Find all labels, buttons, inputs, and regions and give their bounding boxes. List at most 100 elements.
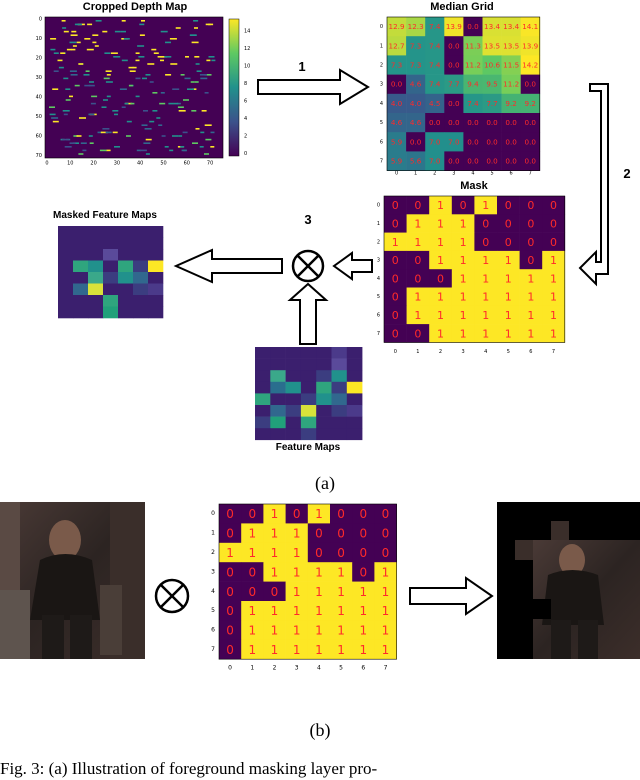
depth-point (135, 52, 140, 54)
median-value: 13.4 (503, 22, 519, 31)
mask-value: 1 (505, 254, 512, 267)
depth-point (145, 74, 151, 76)
median-value: 0.0 (429, 118, 441, 127)
mask-cell (285, 581, 309, 602)
feature-cell (346, 416, 363, 429)
median-cell (501, 93, 521, 114)
median-value: 13.9 (446, 22, 462, 31)
depth-point (192, 88, 197, 90)
median-cell (425, 151, 445, 171)
mask-value: 0 (271, 585, 279, 599)
median-x-tick: 2 (433, 171, 436, 177)
depth-point (193, 20, 199, 22)
mask-cell (429, 287, 453, 307)
median-value: 0.0 (505, 157, 517, 166)
mask-cell (263, 523, 286, 544)
feature-cell (255, 405, 271, 417)
depth-point (194, 27, 198, 29)
median-y-tick: 2 (380, 63, 383, 69)
pedestrian-image (0, 502, 145, 659)
feature-cell (346, 358, 363, 371)
mask-cell (241, 620, 264, 641)
depth-point (144, 128, 152, 130)
median-cell (501, 17, 521, 37)
mask-cell (406, 324, 430, 343)
mask-cell (263, 581, 286, 602)
mask-cell (406, 287, 430, 307)
median-cell (520, 151, 541, 171)
depth-x-tick: 0 (45, 161, 48, 167)
depth-point (211, 59, 216, 62)
mask-value: 0 (505, 236, 512, 249)
median-value: 9.2 (505, 99, 516, 108)
mask-x-tick: 2 (273, 665, 277, 672)
masked-feature-cell (88, 283, 104, 296)
mask-value: 0 (527, 254, 534, 267)
depth-x-tick: 40 (137, 161, 143, 167)
mask-value: 1 (482, 309, 489, 322)
mask-cell (219, 542, 242, 563)
mask-cell (406, 232, 430, 252)
depth-point (200, 131, 205, 134)
feature-cell (316, 347, 332, 359)
masked-feature-maps (58, 226, 164, 319)
mask-value: 1 (271, 643, 279, 657)
median-value: 0.0 (486, 118, 498, 127)
mask-cell (219, 639, 242, 660)
mask-cell (474, 214, 498, 233)
median-cell (406, 74, 426, 95)
depth-point (160, 30, 168, 33)
depth-point (153, 52, 159, 54)
mask-cell (384, 214, 407, 233)
mask-y-tick: 1 (211, 530, 215, 537)
multiply-icon (291, 249, 325, 283)
median-x-tick: 0 (395, 171, 398, 177)
mask-x-tick: 4 (317, 665, 321, 672)
depth-point (62, 110, 70, 112)
masked-feature-cell (58, 306, 74, 319)
median-value: 10.6 (484, 61, 500, 70)
depth-point (160, 59, 164, 62)
depth-point (97, 131, 103, 134)
depth-point (180, 74, 185, 76)
depth-y-tick: 30 (36, 75, 42, 81)
masked-feature-cell (73, 272, 89, 284)
mask-cell (384, 269, 407, 288)
median-value: 7.3 (391, 61, 402, 70)
masked-feature-cell (148, 226, 164, 238)
depth-x-tick: 10 (67, 161, 73, 167)
depth-x-tick: 60 (184, 161, 190, 167)
median-cell (387, 17, 407, 37)
masked-feature-cell (118, 295, 134, 307)
depth-point (64, 146, 72, 148)
feature-cell (255, 347, 271, 359)
depth-point (69, 95, 73, 98)
median-cell (501, 113, 521, 133)
mask-y-tick: 2 (377, 239, 380, 245)
masked-feature-cell (88, 295, 104, 307)
masked-feature-cell (73, 237, 89, 250)
feature-cell (331, 358, 348, 371)
mask-cell (307, 523, 331, 544)
depth-point (76, 135, 82, 137)
mask-value: 0 (392, 291, 399, 304)
median-value: 11.2 (503, 80, 519, 89)
mask-cell (519, 269, 543, 288)
mask-value: 1 (382, 565, 390, 579)
depth-point (103, 77, 110, 80)
feature-cell (285, 405, 302, 417)
feature-cell (270, 370, 286, 383)
depth-point (89, 142, 94, 144)
mask-value: 1 (293, 527, 301, 541)
median-cell (501, 132, 521, 152)
colorbar-tick: 6 (244, 99, 247, 105)
depth-point (190, 81, 195, 83)
median-value: 5.6 (410, 157, 422, 166)
depth-point (87, 23, 93, 26)
mask-cell (519, 324, 543, 343)
mask-x-tick: 5 (507, 349, 510, 355)
masked-feature-cell (58, 237, 74, 250)
mask-cell (352, 542, 375, 563)
median-cell (444, 132, 464, 152)
